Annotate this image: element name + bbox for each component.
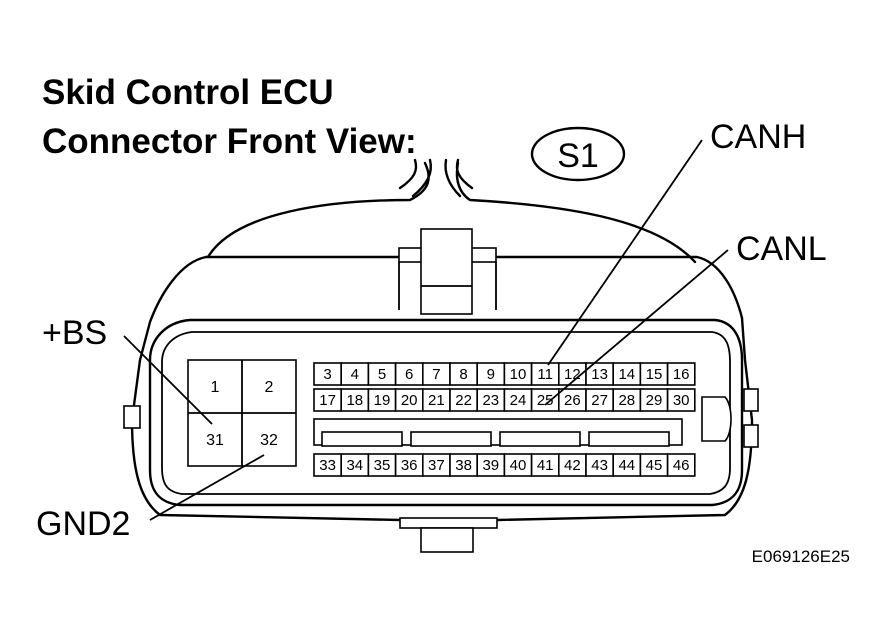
leader-canl bbox=[544, 249, 729, 406]
pin-1: 1 bbox=[211, 379, 220, 396]
pin-5: 5 bbox=[378, 366, 386, 383]
pin-38: 38 bbox=[455, 457, 472, 474]
pin-17: 17 bbox=[319, 392, 336, 409]
pin-6: 6 bbox=[405, 366, 413, 383]
wire-strands bbox=[398, 158, 474, 198]
leader-gnd2 bbox=[149, 454, 265, 521]
label-canh: CANH bbox=[710, 118, 806, 156]
pin-24: 24 bbox=[510, 392, 527, 409]
right-side-tab-lower bbox=[743, 424, 759, 448]
pin-42: 42 bbox=[564, 457, 581, 474]
connector-id-label: S1 bbox=[557, 137, 599, 175]
pin-10: 10 bbox=[510, 366, 527, 383]
left-pin-block: 1 2 31 32 bbox=[187, 359, 297, 467]
pin-32: 32 bbox=[260, 432, 278, 449]
pin-3: 3 bbox=[323, 366, 331, 383]
leader-canh bbox=[547, 139, 703, 366]
pin-23: 23 bbox=[482, 392, 499, 409]
pin-41: 41 bbox=[537, 457, 554, 474]
pin-15: 15 bbox=[646, 366, 663, 383]
pin-8: 8 bbox=[459, 366, 467, 383]
harness-cover bbox=[206, 161, 697, 264]
figure-code: E069126E25 bbox=[752, 547, 850, 566]
connector-shoulder bbox=[204, 255, 744, 320]
bottom-tab bbox=[420, 527, 474, 553]
title-line-2: Connector Front View: bbox=[42, 122, 417, 161]
pin-cell-16 bbox=[666, 362, 696, 386]
title-line-1: Skid Control ECU bbox=[42, 73, 334, 112]
pin-18: 18 bbox=[346, 392, 363, 409]
pin-29: 29 bbox=[646, 392, 663, 409]
pin-12: 12 bbox=[564, 366, 581, 383]
pin-row-middle: 17 18 19 20 21 22 23 24 25 26 27 28 29 30 bbox=[313, 388, 696, 412]
pin-20: 20 bbox=[401, 392, 418, 409]
pin-46: 46 bbox=[673, 457, 690, 474]
pin-19: 19 bbox=[374, 392, 391, 409]
pin-44: 44 bbox=[618, 457, 635, 474]
pin-9: 9 bbox=[487, 366, 495, 383]
left-side-tab bbox=[123, 405, 141, 429]
connector-face bbox=[148, 318, 744, 507]
pin-34: 34 bbox=[346, 457, 363, 474]
pin-row-bottom: 33 34 35 36 37 38 39 40 41 42 43 44 45 46 bbox=[313, 453, 696, 477]
pin-4: 4 bbox=[351, 366, 359, 383]
pin-cell-30 bbox=[666, 388, 696, 412]
connector-id-ellipse bbox=[530, 126, 626, 182]
pin-16: 16 bbox=[673, 366, 690, 383]
pin-14: 14 bbox=[618, 366, 635, 383]
key-slot-4 bbox=[588, 431, 670, 447]
label-canl: CANL bbox=[736, 230, 827, 268]
pin-40: 40 bbox=[510, 457, 527, 474]
pin-2: 2 bbox=[265, 379, 274, 396]
pin-37: 37 bbox=[428, 457, 445, 474]
pin-7: 7 bbox=[432, 366, 440, 383]
pin-33: 33 bbox=[319, 457, 336, 474]
pin-43: 43 bbox=[591, 457, 608, 474]
pin-27: 27 bbox=[591, 392, 608, 409]
pin-25: 25 bbox=[537, 392, 554, 409]
pin-28: 28 bbox=[618, 392, 635, 409]
pin-cell-46 bbox=[666, 453, 696, 477]
right-side-tab-upper bbox=[743, 388, 759, 412]
right-side-latch bbox=[701, 396, 732, 442]
pin-13: 13 bbox=[591, 366, 608, 383]
pin-35: 35 bbox=[374, 457, 391, 474]
pin-31: 31 bbox=[206, 432, 224, 449]
pin-39: 39 bbox=[482, 457, 499, 474]
leader-bs bbox=[123, 335, 213, 425]
pin-26: 26 bbox=[564, 392, 581, 409]
latch-lock bbox=[420, 228, 473, 315]
pin-row-top: 3 4 5 6 7 8 9 10 11 12 13 14 15 16 bbox=[313, 362, 696, 386]
pin-36: 36 bbox=[401, 457, 418, 474]
pin-45: 45 bbox=[646, 457, 663, 474]
label-gnd2: GND2 bbox=[36, 505, 130, 543]
pin-30: 30 bbox=[673, 392, 690, 409]
connector-face-inner bbox=[161, 331, 731, 495]
pin-22: 22 bbox=[455, 392, 472, 409]
key-slot-2 bbox=[410, 431, 492, 447]
pin-11: 11 bbox=[537, 366, 553, 383]
key-slot-3 bbox=[499, 431, 581, 447]
pin-21: 21 bbox=[428, 392, 445, 409]
bottom-tab-base bbox=[399, 517, 498, 529]
key-slot-1 bbox=[321, 431, 403, 447]
label-bs: +BS bbox=[42, 314, 107, 352]
